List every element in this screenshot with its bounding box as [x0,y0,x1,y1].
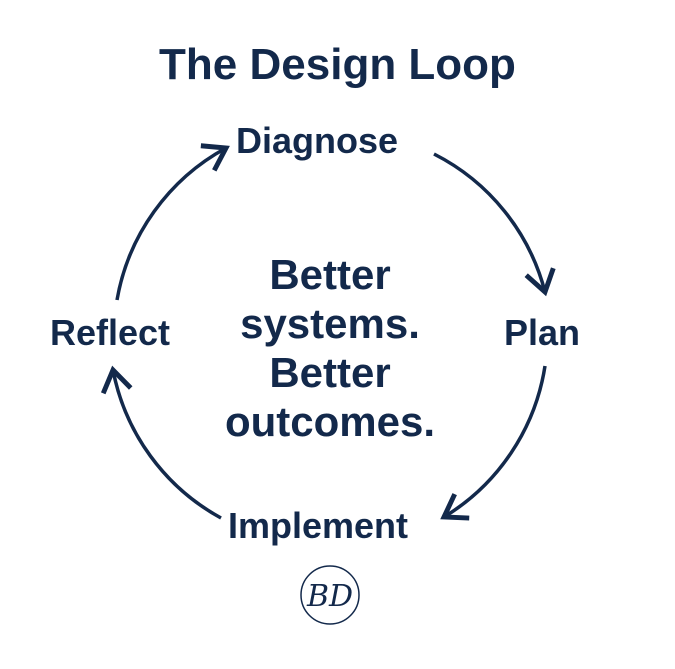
slogan-line: systems. [240,300,420,347]
slogan-line: Better [269,349,391,396]
slogan-line: Better [269,251,391,298]
center-slogan: Better systems. Better outcomes. [200,250,460,446]
arrow-diagnose-to-plan [433,152,556,297]
stage-diagnose: Diagnose [236,120,399,161]
arrow-implement-to-reflect [100,365,222,520]
slogan-line: outcomes. [224,398,436,445]
logo-seal: BD [300,565,360,625]
svg-text:BD: BD [306,579,353,614]
stage-plan: Plan [504,312,581,353]
diagram-title: The Design Loop [159,40,516,89]
stage-reflect: Reflect [50,312,171,353]
arrow-plan-to-implement [440,365,547,521]
arrow-reflect-to-diagnose [115,143,230,301]
stage-implement: Implement [228,505,409,546]
